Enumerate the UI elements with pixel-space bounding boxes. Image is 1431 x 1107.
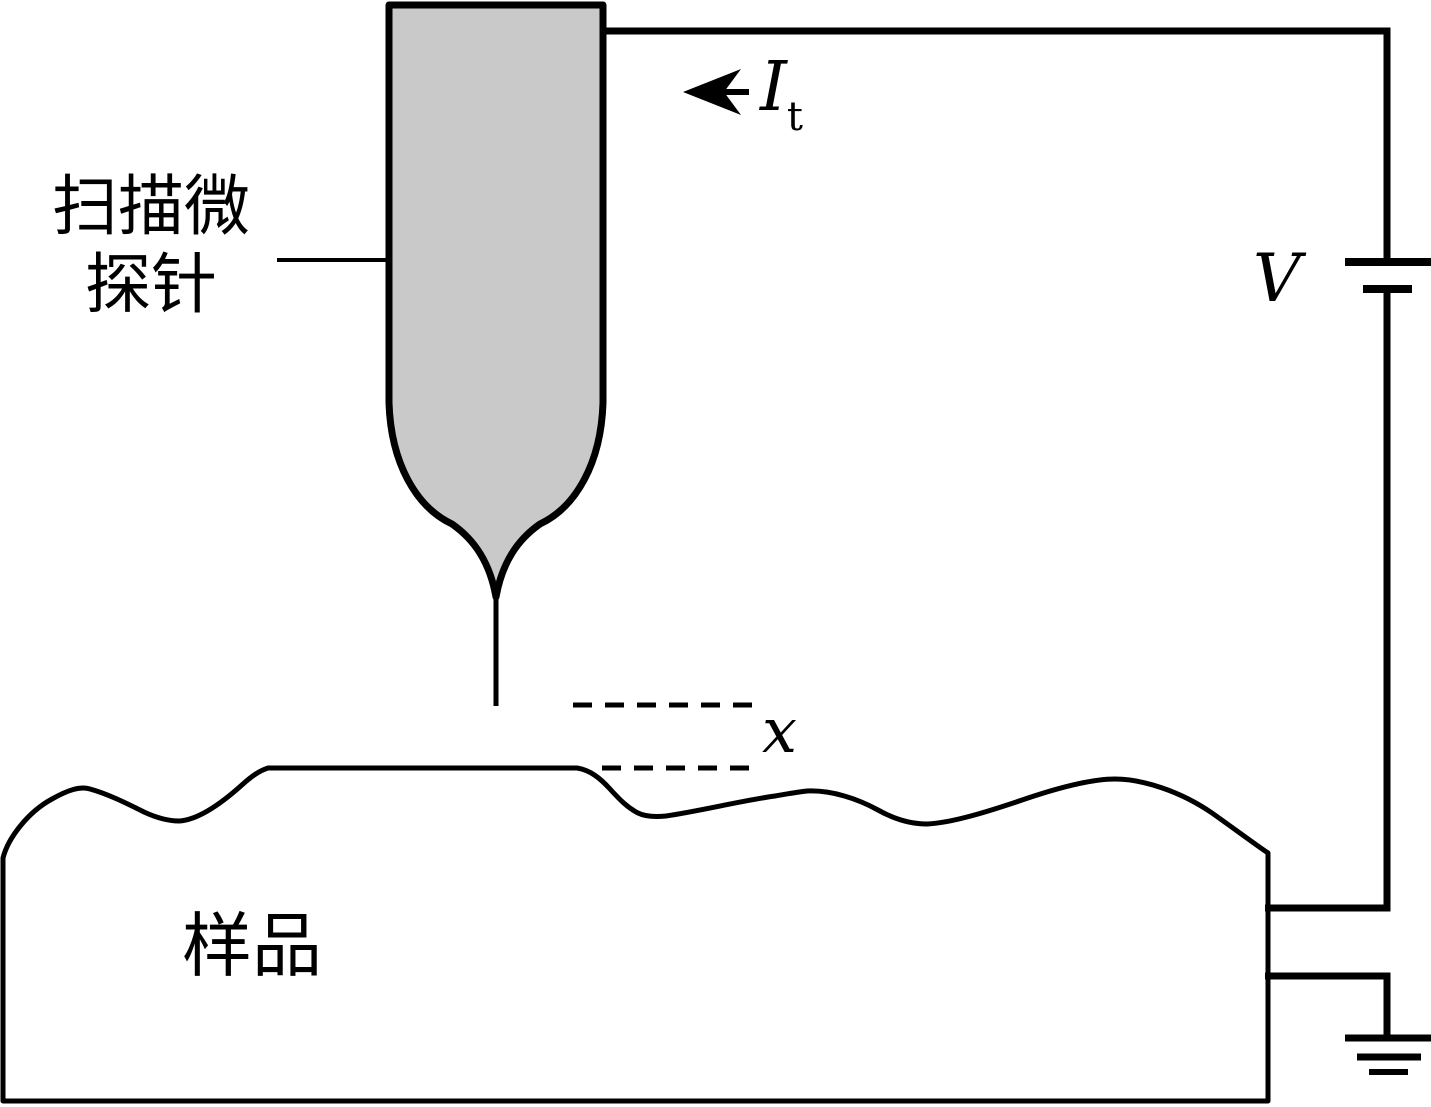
current-subscript: t <box>786 94 803 140</box>
voltage-label: V <box>1253 240 1301 317</box>
sample-label: 样品 <box>182 905 322 987</box>
tunneling-current-label: It <box>760 48 803 140</box>
probe-tip-shape <box>385 1 607 601</box>
gap-distance-label: x <box>762 694 797 767</box>
wire-sample-to-ground <box>1265 972 1391 1038</box>
probe-label-line2: 探针 <box>85 245 217 323</box>
wire-battery-to-sample <box>1265 291 1391 912</box>
battery-icon <box>1345 258 1431 293</box>
probe-label: 扫描微 探针 <box>35 168 267 324</box>
current-symbol: I <box>760 48 787 127</box>
sample-shape <box>0 765 1271 1104</box>
probe-label-line1: 扫描微 <box>52 168 250 245</box>
current-arrow-head <box>683 69 741 115</box>
ground-icon <box>1345 1034 1431 1075</box>
current-arrow-icon <box>683 69 749 115</box>
wire-probe-to-battery <box>603 27 1391 259</box>
